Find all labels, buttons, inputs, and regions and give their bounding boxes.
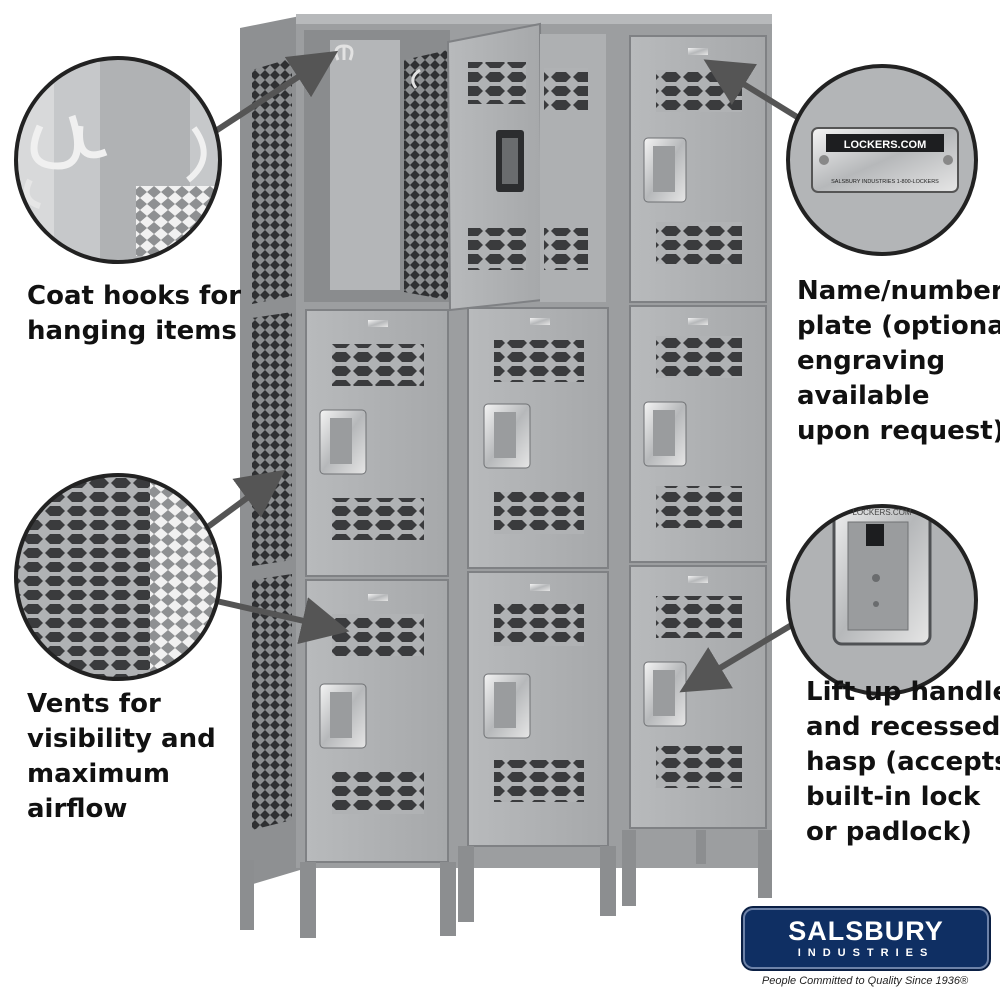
caption-line: and recessed [806,712,1000,742]
door-col3-bottom [629,565,767,829]
name-plate-caption: Name/number plate (optional engraving av… [797,274,1000,449]
door-col2-middle [467,307,609,569]
coat-hooks-detail [14,56,222,264]
caption-line: upon request) [797,416,1000,446]
caption-line: plate (optional [797,311,1000,341]
handle-engraving: LOCKERS.COM [852,508,911,517]
caption-line: Lift up handle [806,677,1000,707]
caption-line: visibility and [27,724,216,754]
caption-line: hasp (accepts [806,747,1000,777]
logo-badge: SALSBURY INDUSTRIES [743,908,989,969]
arrow-coat-hooks [206,50,339,139]
vents-detail [14,473,222,681]
vents-caption: Vents for visibility and maximum airflow [27,687,216,827]
caption-line: or padlock) [806,817,972,847]
nameplate-subtitle: SALSBURY INDUSTRIES 1-800-LOCKERS [831,179,939,185]
logo-tagline: People Committed to Quality Since 1936® [761,975,969,987]
door-col1-middle [305,309,449,577]
logo-sub: INDUSTRIES [797,947,935,959]
arrow-handle [679,617,802,693]
locker-unit [240,14,772,938]
handle-detail: LOCKERS.COM [786,504,978,696]
logo-brand: SALSBURY [788,916,944,946]
coat-hooks-caption: Coat hooks for hanging items [27,279,241,349]
door-col2-bottom [467,571,609,847]
caption-line: Name/number [797,276,1000,306]
caption-line: Coat hooks for [27,281,242,311]
side-mesh-top [252,58,292,304]
side-hook-icon [411,68,421,89]
nameplate-detail: LOCKERS.COM SALSBURY INDUSTRIES 1-800-LO… [786,64,978,256]
caption-line: engraving [797,346,946,376]
arrow-vents-lower [211,597,350,645]
salsbury-logo: SALSBURY INDUSTRIES People Committed to … [740,905,990,995]
door-col3-top [629,35,767,303]
caption-line: hanging items [27,316,237,346]
side-mesh-middle [252,312,292,566]
locker-top [296,14,772,24]
nameplate-title: LOCKERS.COM [844,139,927,151]
door-col3-middle [629,305,767,563]
handle-caption: Lift up handle and recessed hasp (accept… [806,675,1000,850]
locker-legs [240,830,772,938]
interior-side-mesh [404,50,448,300]
caption-line: Vents for [27,689,161,719]
caption-line: available [797,381,930,411]
arrow-name-plate [703,59,804,123]
door-col1-bottom [305,579,449,863]
caption-line: airflow [27,794,128,824]
caption-line: maximum [27,759,171,789]
side-mesh-bottom [252,574,292,830]
open-door [446,22,544,312]
caption-line: built-in lock [806,782,981,812]
interior-back-wall [330,40,400,290]
